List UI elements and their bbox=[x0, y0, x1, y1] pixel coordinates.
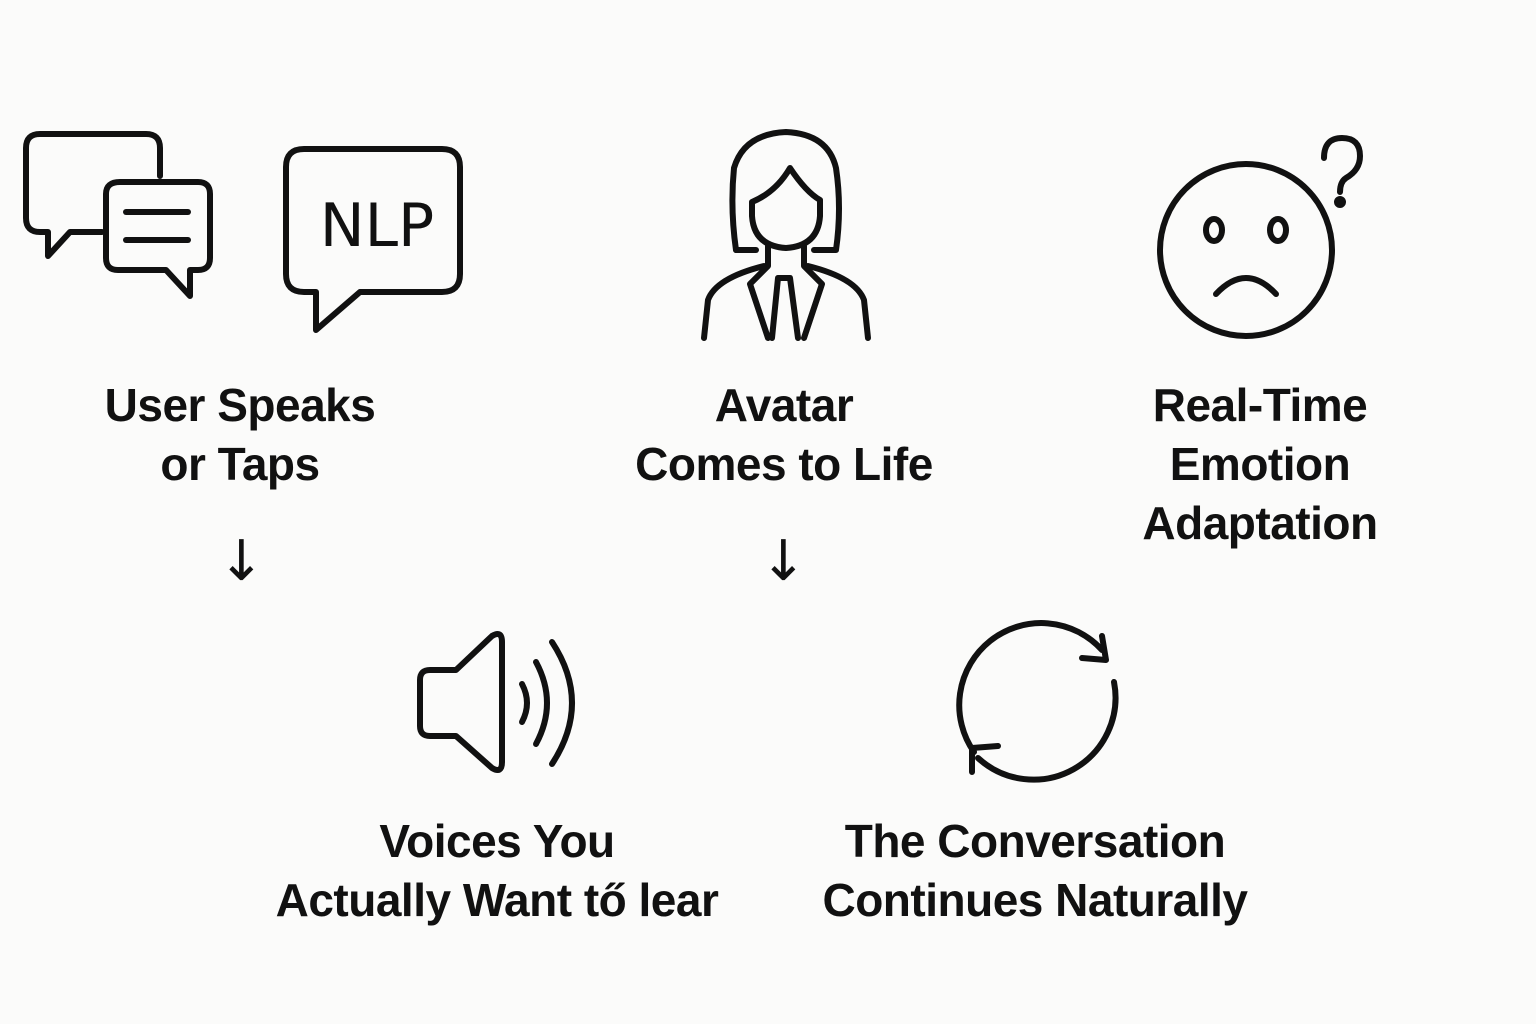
avatar-person-icon bbox=[694, 128, 878, 342]
nlp-label: NLP bbox=[320, 191, 435, 261]
nlp-speech-bubble-icon: NLP bbox=[282, 146, 466, 336]
refresh-cycle-icon bbox=[952, 614, 1128, 794]
chat-bubbles-icon bbox=[20, 128, 220, 308]
down-arrow-icon: ↓ bbox=[218, 529, 265, 594]
step-label-conversation: The Conversation Continues Naturally bbox=[822, 815, 1248, 926]
speaker-volume-icon bbox=[416, 628, 586, 778]
confused-face-icon bbox=[1156, 130, 1376, 350]
down-arrow-icon: ↓ bbox=[760, 529, 807, 594]
step-label-voices: Voices You Actually Want tő lear bbox=[275, 815, 719, 926]
step-label-avatar: Avatar Comes to Life bbox=[635, 379, 933, 490]
step-label-emotion: Real-Time Emotion Adaptation bbox=[1142, 379, 1378, 549]
step-label-user-speaks: User Speaks or Taps bbox=[104, 379, 376, 490]
